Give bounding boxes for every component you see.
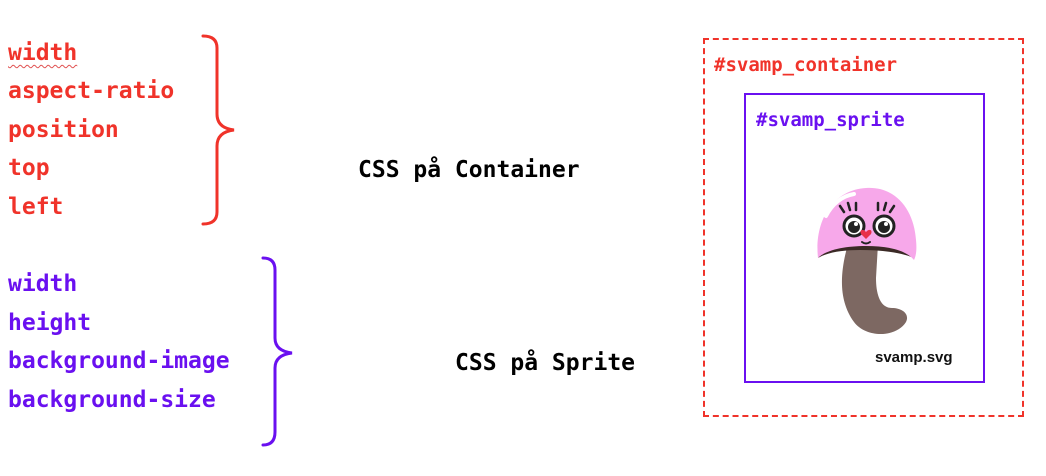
mushroom-image [817,187,917,334]
svamp-container-box [703,38,1024,417]
svamp-sprite-label: #svamp_sprite [756,109,905,131]
container-prop-left: left [8,194,64,220]
sprite-brace [261,256,293,447]
sprite-prop-width: width [8,271,78,297]
sprite-prop-background-image: background-image [8,348,230,374]
image-filename-label: svamp.svg [875,349,953,366]
sprite-css-caption: CSS på Sprite [455,350,636,376]
sprite-prop-height: height [8,310,92,336]
svamp-sprite-box [744,93,985,383]
container-prop-width: width [8,40,78,66]
container-prop-top: top [8,155,50,181]
sprite-prop-background-size: background-size [8,387,216,413]
container-prop-aspect-ratio: aspect-ratio [8,78,175,104]
container-css-caption: CSS på Container [358,157,580,183]
container-brace [201,34,235,226]
container-prop-position: position [8,117,119,143]
svamp-container-label: #svamp_container [714,54,898,76]
